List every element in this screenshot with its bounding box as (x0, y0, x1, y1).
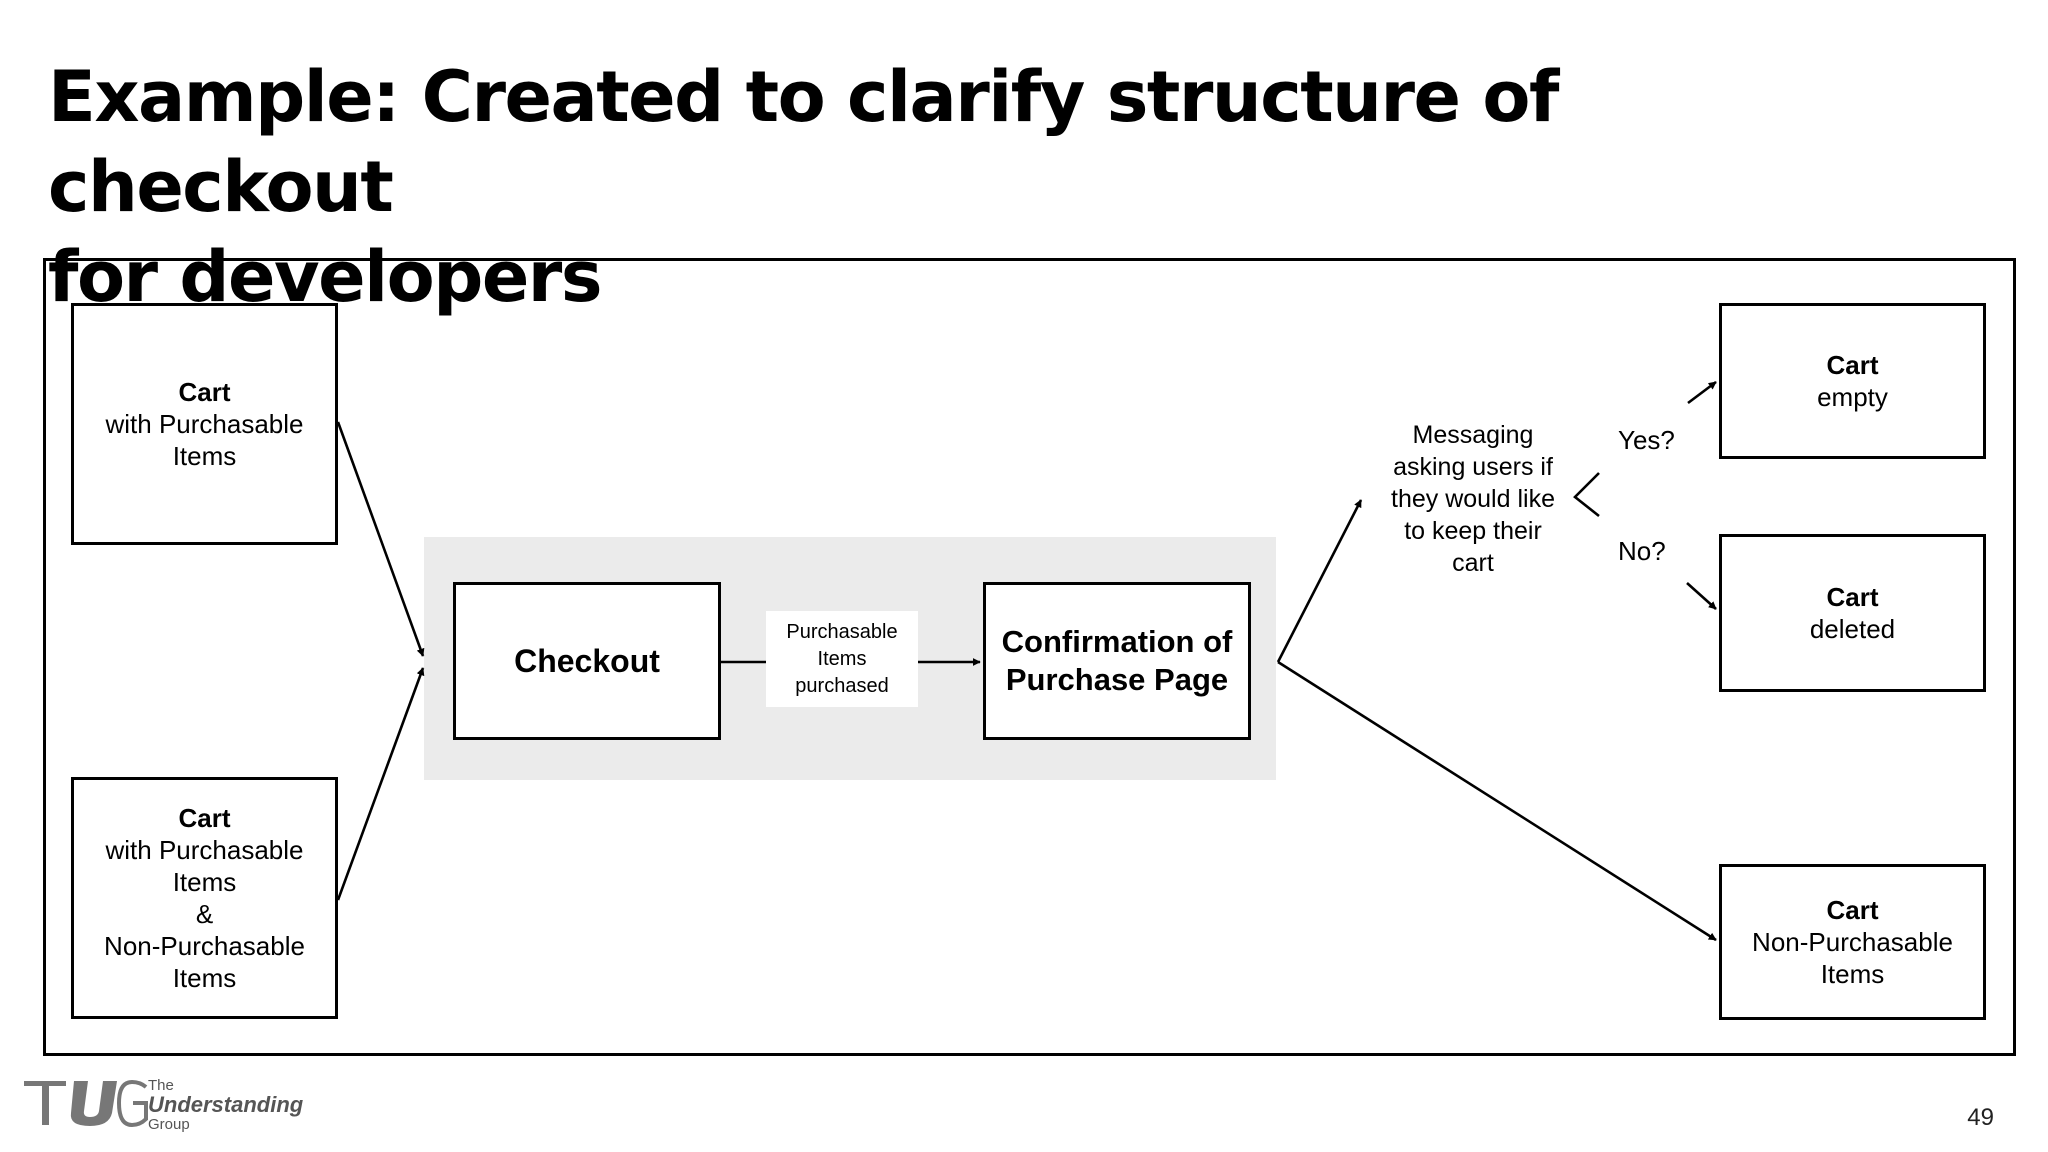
cart-empty-box: Cart empty (1719, 303, 1986, 459)
understanding-group-logo (24, 1079, 148, 1128)
cart-deleted-heading: Cart (1826, 582, 1879, 612)
cart-mixed-line: & (195, 899, 214, 929)
cart-mixed-line: with Purchasable (105, 835, 304, 865)
diagram-frame (43, 258, 2016, 1056)
cart-non-purchasable-line: Items (1820, 959, 1885, 989)
checkout-label: Checkout (514, 643, 660, 679)
checkout-box: Checkout (453, 582, 721, 740)
tug-logo-mark (24, 1079, 148, 1128)
cart-mixed-line: Items (172, 867, 237, 897)
messaging-line: Messaging (1412, 421, 1534, 449)
confirmation-line: Confirmation of (1001, 624, 1233, 659)
cart-non-purchasable-heading: Cart (1826, 895, 1879, 925)
messaging-line: asking users if (1393, 453, 1553, 481)
arrow-confirmation-to-non-purchasable (1277, 660, 1717, 942)
purchased-note-line: purchased (795, 674, 889, 697)
cart-mixed-box: Cart with Purchasable Items & Non-Purcha… (71, 777, 338, 1019)
cart-purchasable-line: Items (172, 441, 237, 471)
cart-purchasable-line: with Purchasable (105, 409, 304, 439)
cart-mixed-line: Items (172, 963, 237, 993)
arrow-no-to-cart-deleted (1686, 582, 1717, 610)
messaging-line: to keep their (1404, 517, 1542, 545)
logo-group: Group (148, 1116, 190, 1133)
confirmation-box: Confirmation of Purchase Page (983, 582, 1251, 740)
purchased-note-line: Items (817, 647, 867, 670)
cart-empty-heading: Cart (1826, 350, 1879, 380)
logo-wordmark: The Understanding Group (148, 1077, 303, 1133)
page-number: 49 (1967, 1104, 1994, 1131)
cart-deleted-sub: deleted (1809, 614, 1896, 644)
messaging-line: cart (1452, 549, 1494, 577)
arrow-confirmation-to-messaging (1276, 499, 1363, 663)
arrow-yes-to-cart-empty (1687, 380, 1717, 405)
cart-purchasable-box: Cart with Purchasable Items (71, 303, 338, 545)
cart-non-purchasable-box: Cart Non-Purchasable Items (1719, 864, 1986, 1020)
cart-empty-sub: empty (1817, 382, 1888, 412)
no-label: No? (1618, 536, 1666, 566)
confirmation-line: Purchase Page (1005, 662, 1229, 697)
slide-title-line-1: Example: Created to clarify structure of… (48, 56, 1559, 228)
arrow-cart-purchasable-to-checkout (336, 421, 425, 657)
arrow-cart-mixed-to-checkout (336, 667, 425, 901)
yes-label: Yes? (1618, 425, 1675, 455)
decision-branch-bracket (1573, 472, 1600, 518)
purchased-note-line: Purchasable (786, 620, 898, 643)
cart-purchasable-heading: Cart (178, 377, 231, 407)
cart-mixed-line: Non-Purchasable (104, 931, 305, 961)
logo-name: Understanding (148, 1092, 304, 1117)
slide-title: Example: Created to clarify structure of… (48, 52, 1848, 322)
cart-deleted-box: Cart deleted (1719, 534, 1986, 692)
purchased-note: Purchasable Items purchased (766, 611, 918, 707)
messaging-line: they would like (1391, 485, 1555, 513)
messaging-note: Messaging asking users if they would lik… (1366, 419, 1580, 579)
logo-the: The (148, 1077, 174, 1094)
cart-non-purchasable-line: Non-Purchasable (1752, 927, 1953, 957)
cart-mixed-heading: Cart (178, 803, 231, 833)
